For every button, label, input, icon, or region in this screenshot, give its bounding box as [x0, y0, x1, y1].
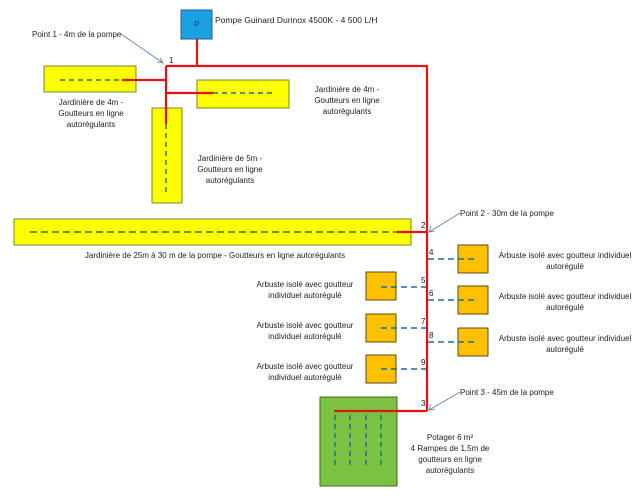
arrow-point-2 [428, 212, 461, 233]
pump-symbol: P [194, 20, 200, 29]
jardiniere-1-label: Jardinière de 4m - Goutteurs en ligne au… [58, 98, 124, 129]
junction-7: 7 [421, 317, 426, 326]
pump-box [180, 9, 213, 40]
junction-4: 4 [429, 248, 434, 257]
arrow-point-3 [428, 391, 461, 411]
junction-5: 5 [421, 276, 426, 285]
point-3-label: Point 3 - 45m de la pompe [460, 388, 554, 397]
point-1-label: Point 1 - 4m de la pompe [32, 30, 122, 39]
junction-3: 3 [421, 399, 426, 408]
arbuste-6-label: Arbuste isolé avec goutteur individuel a… [498, 292, 632, 312]
junction-8: 8 [429, 331, 434, 340]
junction-2: 2 [421, 221, 426, 230]
arbuste-5 [365, 271, 397, 301]
arbuste-8-label: Arbuste isolé avec goutteur individuel a… [498, 334, 632, 354]
point-2-label: Point 2 - 30m de la pompe [460, 209, 554, 218]
jardiniere-1 [43, 65, 137, 93]
arbuste-5-label: Arbuste isolé avec goutteur individuel a… [256, 280, 354, 300]
junction-6: 6 [429, 289, 434, 298]
arbuste-7-label: Arbuste isolé avec goutteur individuel a… [256, 321, 354, 341]
point-arrows [120, 33, 461, 411]
arbuste-4-label: Arbuste isolé avec goutteur individuel a… [498, 251, 632, 271]
arrow-point-1 [120, 33, 164, 64]
main-pipe [122, 39, 429, 413]
jardiniere-3-label: Jardinière de 5m - Goutteurs en ligne au… [197, 154, 263, 185]
junction-1: 1 [169, 56, 174, 65]
arbuste-9-label: Arbuste isolé avec goutteur individuel a… [256, 362, 354, 382]
jardiniere-long-label: Jardinière de 25m à 30 m de la pompe - G… [84, 251, 346, 260]
pump-label: Pompe Guinard Durinox 4500K - 4 500 L/H [215, 15, 378, 25]
junction-9: 9 [421, 358, 426, 367]
potager-label: Potager 6 m² 4 Rampes de 1,5m de goutteu… [410, 433, 490, 475]
jardiniere-2-label: Jardinière de 4m - Goutteurs en ligne au… [314, 85, 380, 116]
